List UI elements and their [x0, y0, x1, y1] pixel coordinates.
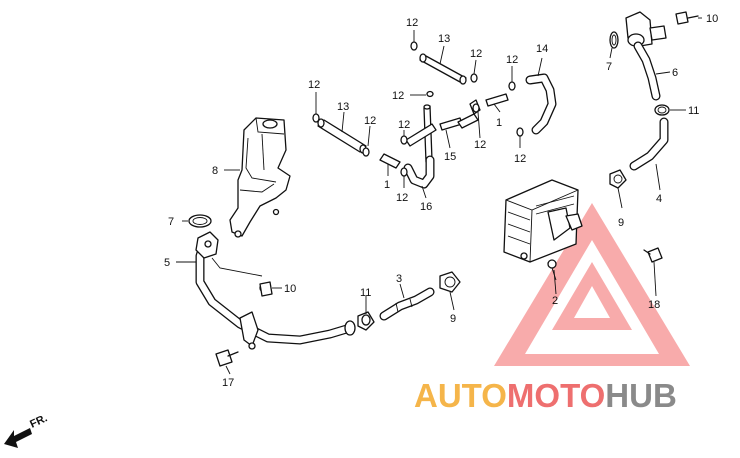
callout-12: 12: [406, 17, 418, 29]
watermark-moto: MOTO: [507, 377, 605, 414]
reservoir-tank: [229, 117, 291, 238]
callout-12: 12: [514, 153, 526, 165]
bolt-10-lower: [259, 281, 273, 297]
callout-10: 10: [284, 283, 296, 295]
hose-14: [525, 73, 557, 135]
callout-1: 1: [384, 179, 390, 191]
callout-12: 12: [506, 54, 518, 66]
leader-lines: [176, 17, 702, 375]
callout-8: 8: [212, 165, 218, 177]
bolt-18: [643, 247, 663, 263]
hose-4: [629, 117, 669, 171]
hose-clamp-9-lower: [439, 271, 461, 293]
hose-6: [625, 11, 667, 101]
callout-9: 9: [450, 313, 456, 325]
short-hose: [379, 287, 435, 321]
callout-18: 18: [648, 299, 660, 311]
callout-9: 9: [618, 217, 624, 229]
callout-11: 11: [688, 105, 699, 117]
callout-12: 12: [392, 90, 404, 102]
clamp-9-right: [609, 169, 627, 189]
callout-12: 12: [308, 79, 320, 91]
callout-labels: 12 13 12 12 14 12 12 13 12 12 15 12 1 12…: [164, 13, 718, 389]
callout-12: 12: [474, 139, 486, 151]
callout-7: 7: [606, 61, 612, 73]
callout-12: 12: [470, 48, 482, 60]
callout-2: 2: [552, 295, 558, 307]
bolt-10-upper: [675, 11, 699, 25]
callout-13: 13: [438, 33, 450, 45]
water-pipe: [195, 231, 356, 350]
callout-7: 7: [168, 216, 174, 228]
watermark-triangle: [494, 203, 690, 366]
watermark-hub: HUB: [605, 377, 677, 414]
callout-12: 12: [398, 119, 410, 131]
clamp-11-upper: [654, 104, 670, 116]
callout-10: 10: [706, 13, 718, 25]
pipe-16: [403, 155, 435, 189]
callout-12: 12: [364, 115, 376, 127]
front-arrow-icon: [4, 428, 32, 448]
svg-text:AUTOMOTOHUB: AUTOMOTOHUB: [414, 377, 677, 414]
bolt-17: [215, 349, 239, 367]
callout-11: 11: [360, 287, 371, 299]
bypass-tube-upper: [419, 53, 467, 85]
callout-3: 3: [396, 273, 402, 285]
callout-4: 4: [656, 193, 662, 205]
watermark-logo: [494, 203, 690, 366]
callout-17: 17: [222, 377, 234, 389]
small-clamps: [312, 41, 524, 177]
o-ring-right: [609, 31, 619, 49]
callout-1: 1: [496, 117, 502, 129]
callout-12: 12: [396, 192, 408, 204]
callout-14: 14: [536, 43, 548, 55]
hose-clamp-lower: [357, 311, 375, 331]
callout-6: 6: [672, 67, 678, 79]
callout-5: 5: [164, 257, 170, 269]
oil-cooler: [503, 179, 583, 281]
watermark-text: AUTOMOTOHUB: [414, 377, 677, 414]
front-direction-indicator: FR.: [4, 412, 49, 448]
callout-16: 16: [420, 201, 432, 213]
bypass-tube-left: [317, 118, 367, 154]
front-label: FR.: [28, 412, 49, 430]
watermark-auto: AUTO: [414, 377, 507, 414]
o-ring-left: [188, 214, 212, 228]
callout-15: 15: [444, 151, 456, 163]
callout-13: 13: [337, 101, 349, 113]
